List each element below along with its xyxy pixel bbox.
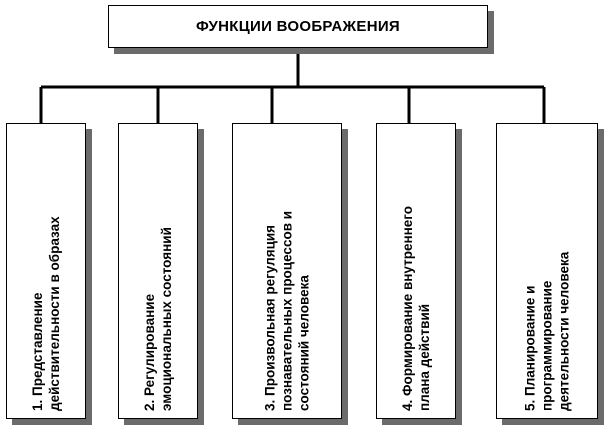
function-box-4: 4. Формирование внутреннего плана действ… xyxy=(376,123,456,419)
function-text-1: 1. Представление действительности в обра… xyxy=(30,216,62,411)
diagram-title: ФУНКЦИИ ВООБРАЖЕНИЯ xyxy=(196,18,400,35)
function-text-3: 3. Произвольная регуляция познавательных… xyxy=(262,210,312,411)
function-box-3: 3. Произвольная регуляция познавательных… xyxy=(232,123,342,419)
function-text-5: 5. Планирование и программирование деяте… xyxy=(522,251,572,411)
title-box: ФУНКЦИИ ВООБРАЖЕНИЯ xyxy=(108,5,488,48)
function-box-2: 2. Регулирование эмоциональных состояний xyxy=(118,123,198,419)
function-box-1: 1. Представление действительности в обра… xyxy=(6,123,86,419)
function-text-2: 2. Регулирование эмоциональных состояний xyxy=(142,227,174,411)
function-text-4: 4. Формирование внутреннего плана действ… xyxy=(400,206,432,411)
function-box-5: 5. Планирование и программирование деяте… xyxy=(496,123,598,419)
